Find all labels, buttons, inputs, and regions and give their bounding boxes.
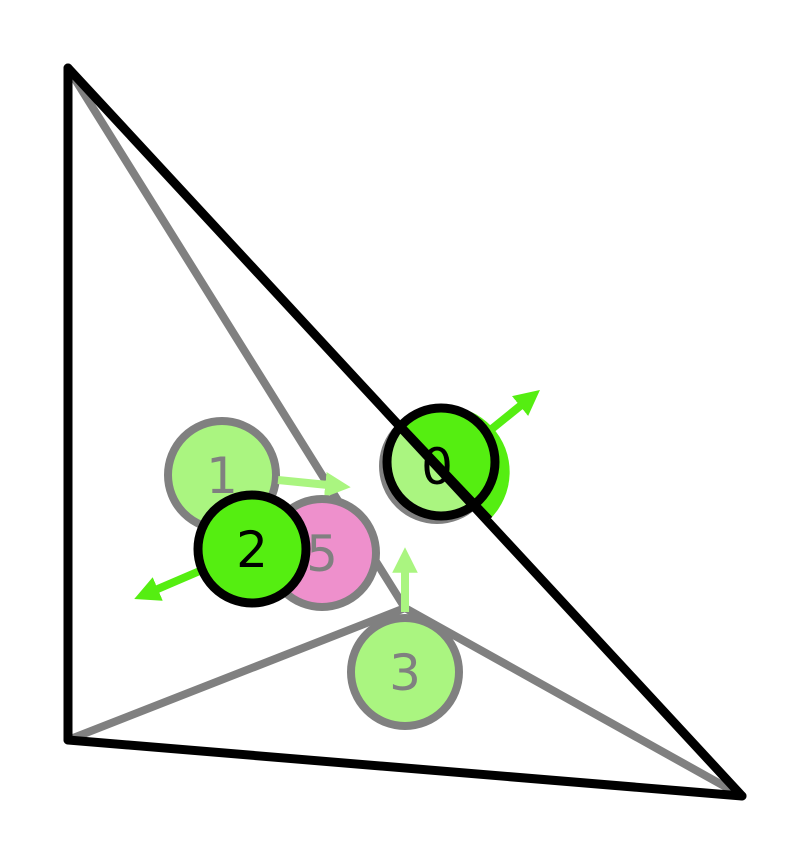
hidden-edge-left-to-inner (64, 604, 409, 744)
node-0-label: 0 (421, 438, 453, 496)
node-0[interactable]: 0 (382, 403, 510, 524)
node-3[interactable]: 3 (347, 614, 463, 730)
node-0-arrow (485, 389, 540, 436)
node-5-label: 5 (306, 525, 338, 583)
front-edge-bottom (63, 735, 747, 801)
node-1-arrow (277, 471, 351, 498)
node-2-arrow (134, 566, 204, 601)
hidden-edge-right-to-inner (401, 604, 746, 800)
node-0-clip-edge (394, 420, 493, 524)
front-nodes: 0 2 (134, 389, 540, 608)
node-2[interactable]: 2 (193, 490, 311, 608)
node-3-label: 3 (389, 644, 421, 702)
node-2-label: 2 (236, 521, 268, 579)
